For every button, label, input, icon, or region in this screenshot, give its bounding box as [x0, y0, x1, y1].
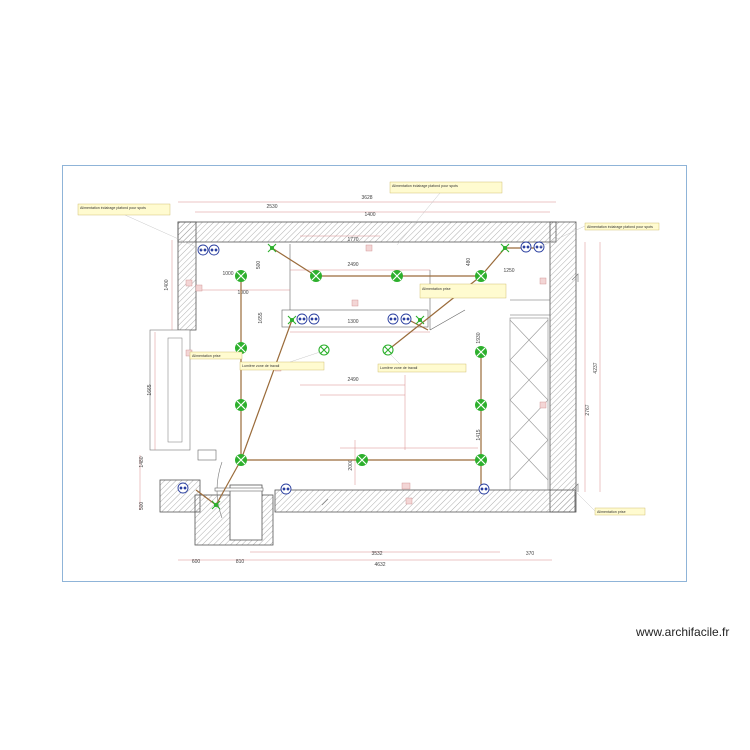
- light-icon: [356, 454, 368, 466]
- corner-marks: [321, 273, 579, 506]
- socket-icon: [296, 313, 308, 325]
- wall-right: [549, 221, 577, 513]
- credit-link[interactable]: www.archifacile.fr: [636, 625, 730, 639]
- light-icon: [391, 270, 403, 282]
- switch-icon: [500, 243, 510, 253]
- note-text: Alimentation éclairage plafond pour spot…: [80, 206, 146, 210]
- socket-icon: [177, 482, 189, 494]
- note-text: Alimentation prise: [192, 354, 221, 358]
- dim-bottom-inner: 3532: [371, 551, 382, 557]
- light-icon: [235, 342, 247, 354]
- left-opening-frame: [167, 337, 183, 443]
- dim-v5: 2000: [348, 459, 354, 470]
- walls: [149, 221, 577, 546]
- dim-v4: 1415: [476, 429, 482, 440]
- dim-bottom-right: 370: [526, 551, 535, 557]
- switches: [211, 243, 510, 510]
- note-text: Lumière zone de travail: [242, 364, 280, 368]
- light-icon: [235, 270, 247, 282]
- switch-icon: [287, 315, 297, 325]
- dim-right-inner: 2767: [585, 404, 591, 415]
- dimensions: [139, 201, 601, 561]
- switch-icon: [211, 500, 221, 510]
- dim-left-low: 1480: [139, 456, 145, 467]
- light-icon: [475, 454, 487, 466]
- note-text: Alimentation éclairage plafond pour spot…: [587, 225, 653, 229]
- dim-left-mid: 1665: [147, 384, 153, 395]
- light-icon: [475, 399, 487, 411]
- dim-top-left: 2530: [266, 204, 277, 210]
- note-text: Alimentation prise: [597, 510, 626, 514]
- socket-icon: [387, 313, 399, 325]
- sockets: [177, 241, 545, 495]
- left-opening: [149, 329, 191, 451]
- dim-left-bot: 500: [139, 502, 145, 511]
- dim-row2-mid: 1300: [347, 319, 358, 325]
- dim-side-a: 1250: [503, 268, 514, 274]
- wall-left-upper: [177, 221, 197, 331]
- drawing-frame: [62, 165, 687, 582]
- dim-row3: 2490: [347, 377, 358, 383]
- dim-bottom-left: 600: [192, 559, 201, 565]
- socket-icon: [400, 313, 412, 325]
- dim-v1: 500: [256, 261, 262, 270]
- dim-top-right: 1400: [364, 212, 375, 218]
- dim-side-b: 1000: [222, 271, 233, 277]
- wall-bottom: [274, 489, 576, 513]
- dim-v2: 480: [466, 258, 472, 267]
- pendant-icon: [318, 344, 330, 356]
- wall-top: [177, 221, 557, 243]
- left-door-leaf: [197, 449, 217, 461]
- note-text: Lumière zone de travail: [380, 366, 418, 370]
- dim-row1-left: 1000: [237, 290, 248, 296]
- socket-icon: [520, 241, 532, 253]
- door-frame: [214, 487, 264, 492]
- note-text: Alimentation éclairage plafond pour spot…: [392, 184, 458, 188]
- note-text: Alimentation prise: [422, 287, 451, 291]
- socket-icon: [280, 483, 292, 495]
- light-icon: [235, 399, 247, 411]
- socket-icon: [533, 241, 545, 253]
- light-icon: [235, 454, 247, 466]
- dim-bottom-mid: 810: [236, 559, 245, 565]
- dim-top-small: 1770: [347, 237, 358, 243]
- dim-top-overall: 3628: [361, 195, 372, 201]
- dim-left-upper: 1400: [164, 279, 170, 290]
- socket-icon: [308, 313, 320, 325]
- dim-side-c: 1655: [258, 312, 264, 323]
- socket-icon: [208, 244, 220, 256]
- light-icon: [475, 346, 487, 358]
- pendant-icon: [382, 344, 394, 356]
- wall-bottom-left-inner: [229, 484, 263, 541]
- dim-v3: 1930: [476, 332, 482, 343]
- socket-icon: [478, 483, 490, 495]
- cabinet-column: [509, 317, 549, 491]
- dimension-labels: 3628 2530 1400 1770 2490 1000 1300 2490 …: [139, 195, 599, 568]
- switch-icon: [267, 243, 277, 253]
- switch-icon: [415, 315, 425, 325]
- dim-row1: 2490: [347, 262, 358, 268]
- light-icon: [310, 270, 322, 282]
- dim-bottom-overall: 4632: [374, 562, 385, 568]
- annotations: Alimentation éclairage plafond pour spot…: [77, 181, 660, 516]
- lights: [235, 270, 487, 466]
- dim-right-total: 4237: [593, 362, 599, 373]
- light-icon: [475, 270, 487, 282]
